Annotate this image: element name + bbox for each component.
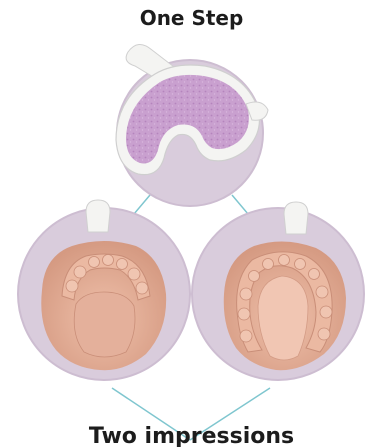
bottom-label: Two impressions <box>0 424 383 447</box>
lower-cast <box>18 200 190 380</box>
upper-cast <box>192 202 364 380</box>
one-step-impression <box>116 44 268 206</box>
